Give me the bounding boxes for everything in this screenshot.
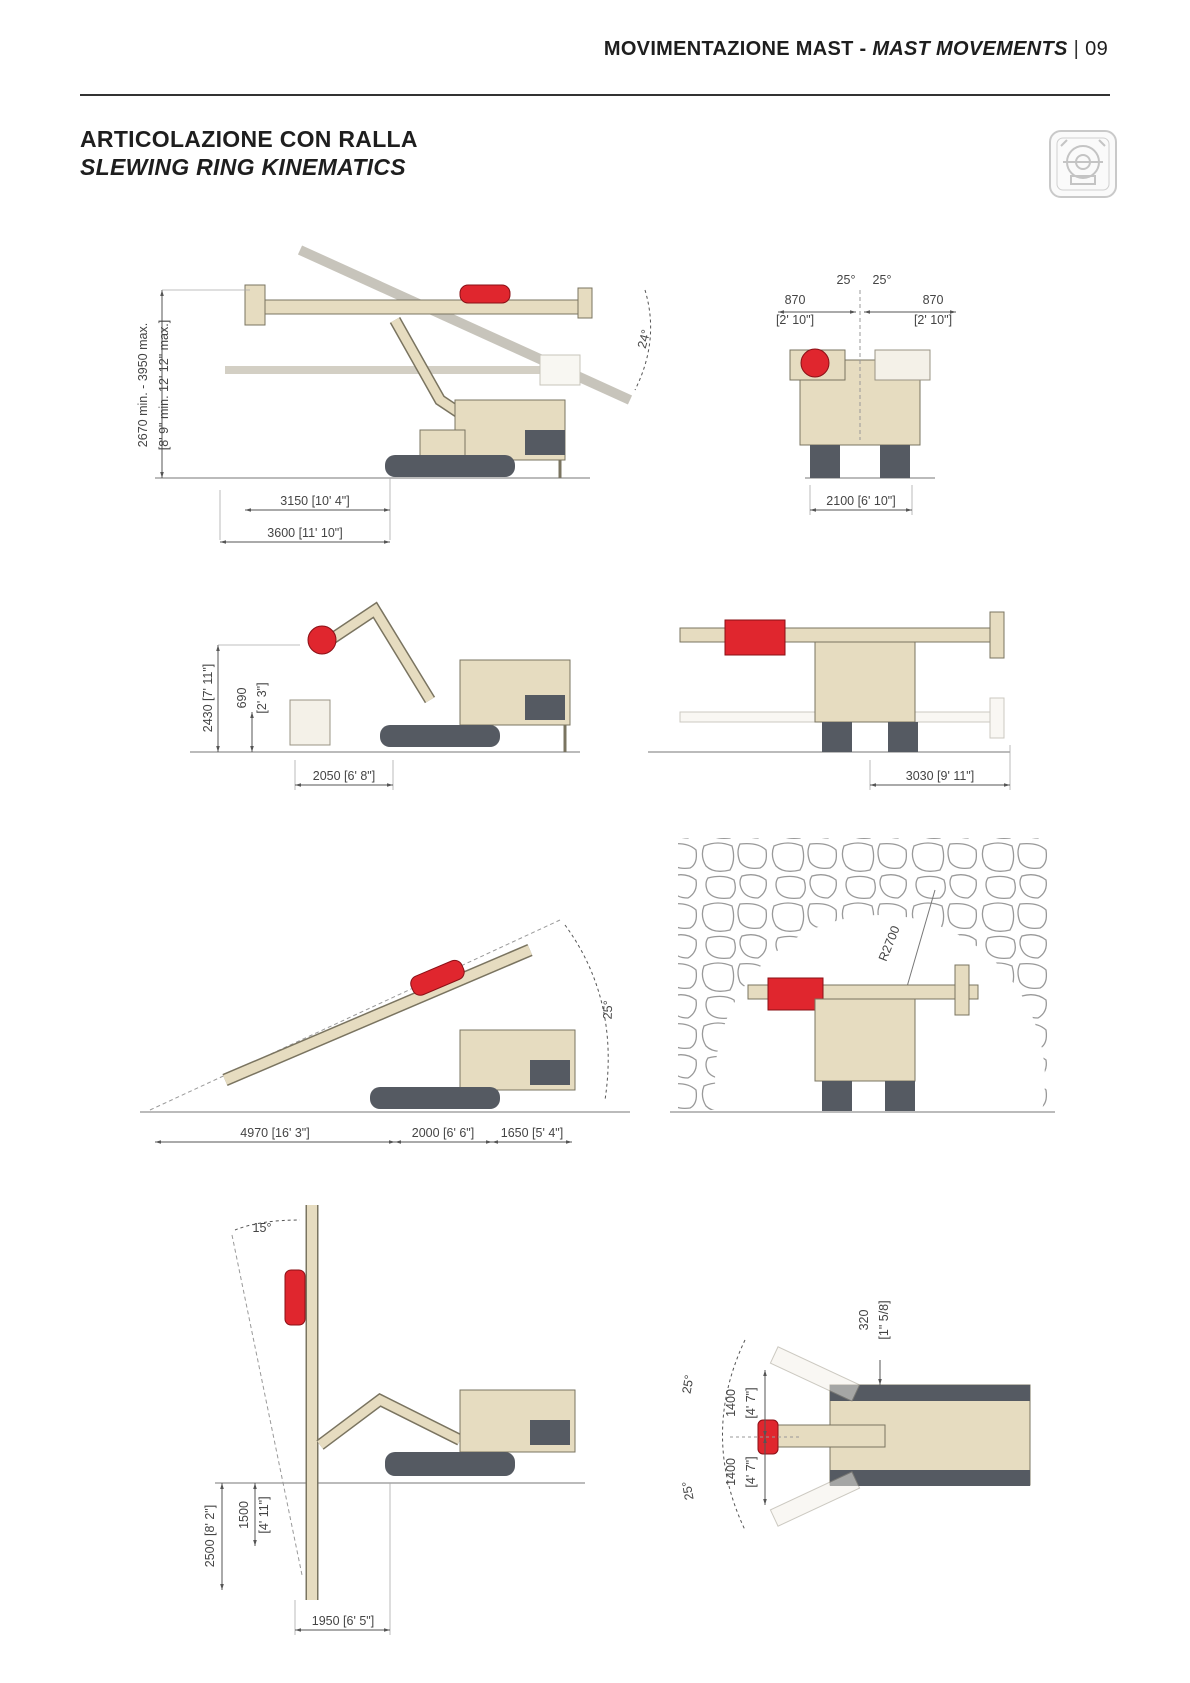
fig3-length: 2050 [6' 8"]: [313, 769, 375, 783]
fig8-offset-mm: 320: [857, 1310, 871, 1331]
fig3-height-b-mm: 690: [235, 688, 249, 709]
page-header: MOVIMENTAZIONE MAST - MAST MOVEMENTS|09: [604, 38, 1108, 61]
title-italian: ARTICOLAZIONE CON RALLA: [80, 126, 418, 152]
figure-mast-vertical-side: 15° 2500 [8' 2"] 1500 [4' 11"] 1950 [6' …: [203, 1205, 585, 1635]
fig7-depth-a: 2500 [8' 2"]: [203, 1505, 217, 1567]
fig8-up-ft: [4' 7"]: [744, 1387, 758, 1418]
fig2-right-mm: 870: [923, 293, 944, 307]
fig2-angle-right: 25°: [873, 273, 892, 287]
fig3-height-b-ft: [2' 3"]: [255, 682, 269, 713]
page-number: 09: [1085, 38, 1108, 60]
fig2-left-ft: [2' 10"]: [776, 313, 814, 327]
header-rule: [80, 94, 1110, 96]
fig7-angle: 15°: [253, 1221, 272, 1235]
fig3-height-a: 2430 [7' 11"]: [201, 664, 215, 732]
figure-side-elevation: 2670 min. - 3950 max. [8' 9" min. 12' 12…: [136, 245, 653, 544]
slewing-ring-icon: [1049, 130, 1117, 198]
header-section-it: MOVIMENTAZIONE MAST: [603, 38, 854, 60]
page-title: ARTICOLAZIONE CON RALLA SLEWING RING KIN…: [80, 125, 418, 181]
fig1-angle: 24°: [635, 328, 653, 350]
fig2-width: 2100 [6' 10"]: [826, 494, 895, 508]
fig7-depth-b-mm: 1500: [237, 1501, 251, 1529]
figure-tunnel-section: R2700: [670, 838, 1055, 1245]
fig8-down-ft: [4' 7"]: [744, 1456, 758, 1487]
fig8-angle-bottom: 25°: [680, 1480, 697, 1501]
fig8-angle-top: 25°: [680, 1374, 697, 1395]
figure-front-elevation: 25° 25° 870 [2' 10"] 870 [2' 10"] 2100 […: [776, 273, 956, 515]
fig4-length: 3030 [9' 11"]: [906, 769, 974, 783]
fig2-angle-left: 25°: [837, 273, 856, 287]
fig5-dim-a: 4970 [16' 3"]: [240, 1126, 309, 1140]
fig7-depth-b-ft: [4' 11"]: [257, 1496, 271, 1533]
fig8-up-mm: 1400: [724, 1389, 738, 1417]
fig5-angle: 25°: [601, 1000, 616, 1019]
title-english: SLEWING RING KINEMATICS: [80, 154, 406, 180]
header-dash: -: [853, 38, 873, 60]
figure-folded-side: 2430 [7' 11"] 690 [2' 3"] 2050 [6' 8"]: [190, 601, 580, 790]
fig1-height-ft: [8' 9" min. 12' 12" max.]: [157, 320, 171, 450]
fig1-height-mm: 2670 min. - 3950 max.: [136, 323, 150, 447]
slewing-ring-icon-graphic: [1056, 137, 1110, 191]
header-separator: |: [1073, 38, 1080, 60]
fig1-dim-b: 3600 [11' 10"]: [267, 526, 342, 540]
fig5-dim-c: 1650 [5' 4"]: [501, 1126, 563, 1140]
fig8-offset-in: [1" 5/8]: [877, 1300, 891, 1339]
figure-mast-inclined-side: 25° 4970 [16' 3"] 2000 [6' 6"] 1650 [5' …: [140, 919, 630, 1144]
header-section-en: MAST MOVEMENTS: [872, 38, 1068, 60]
figure-mast-horizontal-front: 3030 [9' 11"]: [648, 611, 1011, 790]
fig2-left-mm: 870: [785, 293, 806, 307]
fig2-right-ft: [2' 10"]: [914, 313, 952, 327]
fig5-dim-b: 2000 [6' 6"]: [412, 1126, 474, 1140]
fig7-length: 1950 [6' 5"]: [312, 1614, 374, 1628]
fig1-dim-a: 3150 [10' 4"]: [280, 494, 349, 508]
fig8-down-mm: 1400: [724, 1458, 738, 1486]
figure-plan-view: 320 [1" 5/8] 25° 25° 1400 [4' 7"] 1400 […: [680, 1300, 1031, 1531]
